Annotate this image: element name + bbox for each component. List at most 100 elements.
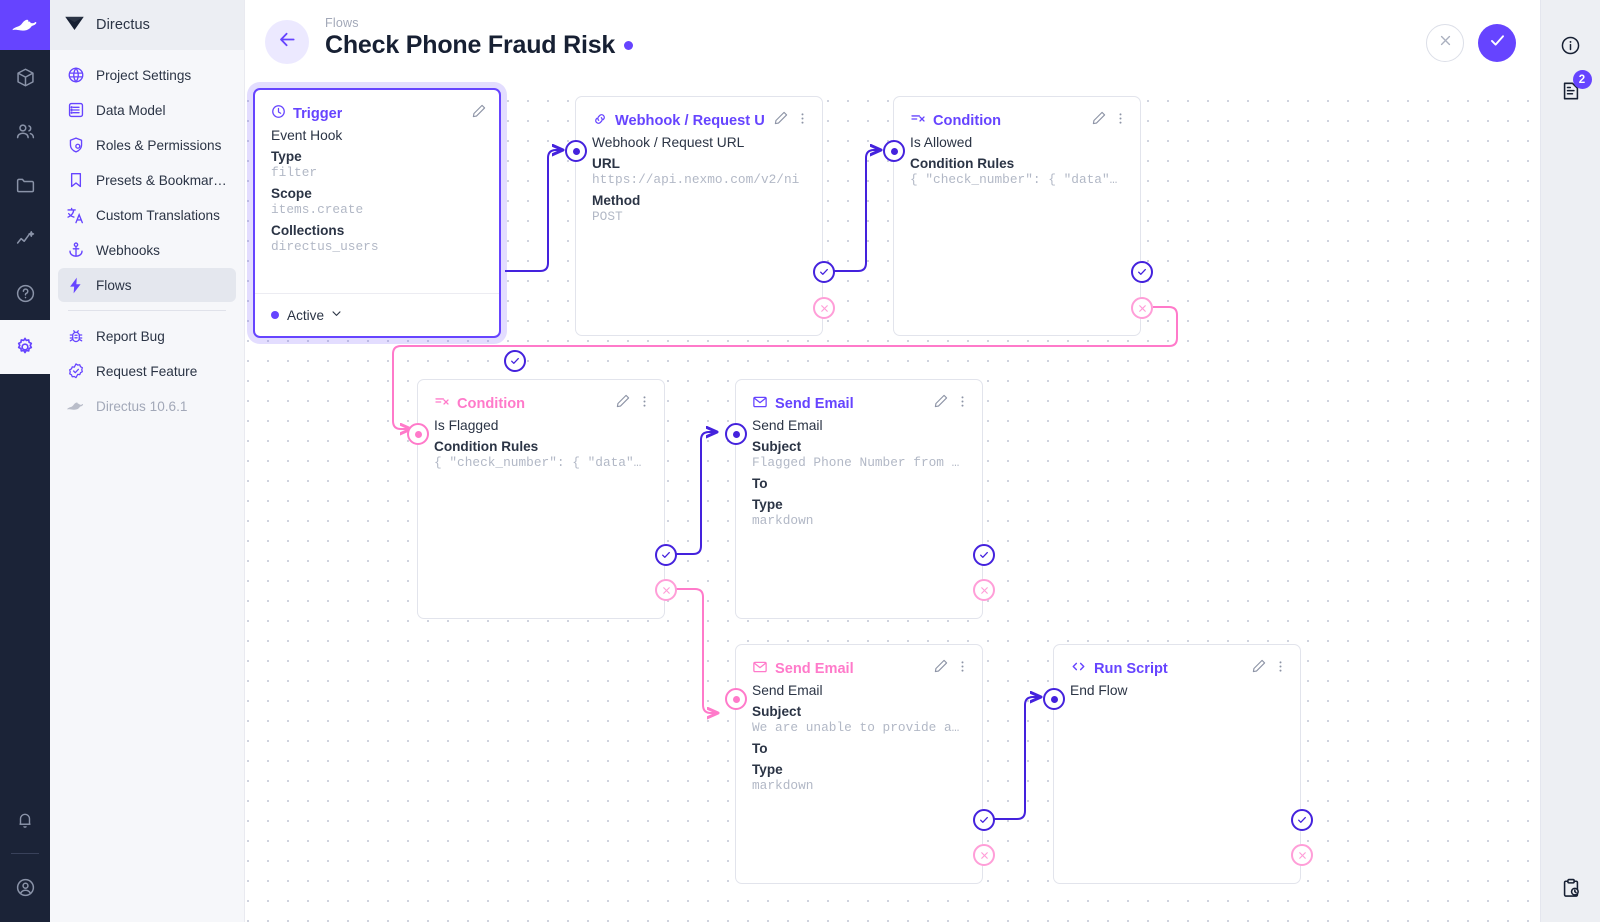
handle-reject[interactable]: [1291, 844, 1313, 866]
clipboard-clock-icon[interactable]: [1541, 854, 1600, 922]
node-type-label: Trigger: [271, 104, 342, 123]
handle-success[interactable]: [973, 809, 995, 831]
edit-pencil-icon[interactable]: [471, 103, 487, 124]
handle-input[interactable]: [407, 423, 429, 445]
more-options-icon[interactable]: [955, 659, 970, 679]
field-value: { "check_number": { "data"…: [434, 455, 642, 470]
node-type-text: Send Email: [775, 660, 854, 677]
node-actions: [773, 110, 810, 131]
edit-pencil-icon[interactable]: [933, 658, 949, 679]
sidebar-item-label: Presets & Bookmar…: [96, 172, 227, 188]
flow-node-send-email-unable[interactable]: Send Email Send Email Subject We are una…: [725, 644, 995, 884]
node-actions: [933, 393, 970, 414]
node-name: End Flow: [1070, 683, 1128, 698]
handle-input[interactable]: [1043, 688, 1065, 710]
save-button[interactable]: [1478, 24, 1516, 62]
page-title: Check Phone Fraud Risk: [325, 31, 634, 60]
edit-pencil-icon[interactable]: [933, 393, 949, 414]
field-value: directus_users: [271, 239, 379, 254]
sidebar-item-custom-translations[interactable]: Custom Translations: [58, 198, 236, 232]
rail-item-content[interactable]: [0, 50, 50, 104]
flow-node-condition-flagged[interactable]: Condition Is Flagged Condition Rules { "…: [407, 379, 677, 619]
field-value: markdown: [752, 778, 814, 793]
more-options-icon[interactable]: [1113, 111, 1128, 131]
handle-reject[interactable]: [973, 579, 995, 601]
sidebar-divider: [68, 310, 226, 311]
edit-pencil-icon[interactable]: [1251, 658, 1267, 679]
rail-item-settings[interactable]: [0, 320, 50, 374]
sidebar-item-data-model[interactable]: Data Model: [58, 93, 236, 127]
handle-input[interactable]: [725, 688, 747, 710]
node-actions: [471, 103, 487, 124]
handle-success[interactable]: [1291, 809, 1313, 831]
field-value: markdown: [752, 513, 814, 528]
node-status-footer[interactable]: Active: [255, 293, 499, 336]
flow-node-webhook[interactable]: Webhook / Request U Webhook / Request UR…: [565, 96, 835, 336]
handle-input[interactable]: [725, 423, 747, 445]
handle-reject[interactable]: [655, 579, 677, 601]
handle-input[interactable]: [565, 140, 587, 162]
rail-item-user-directory[interactable]: [0, 104, 50, 158]
field-label: Method: [592, 193, 641, 208]
sidebar-item-label: Roles & Permissions: [96, 137, 222, 153]
handle-reject[interactable]: [813, 297, 835, 319]
back-button[interactable]: [265, 20, 309, 64]
field-label: Type: [271, 149, 302, 164]
sidebar-item-label: Webhooks: [96, 242, 160, 258]
directus-rabbit-logo-icon[interactable]: [0, 0, 50, 50]
handle-reject[interactable]: [1131, 297, 1153, 319]
edit-pencil-icon[interactable]: [1091, 110, 1107, 131]
condition-icon: [910, 111, 926, 131]
more-options-icon[interactable]: [637, 394, 652, 414]
sidebar-item-label: Flows: [96, 277, 132, 293]
edit-pencil-icon[interactable]: [615, 393, 631, 414]
flow-node-trigger[interactable]: Trigger Event Hook Type filter Scope ite…: [253, 88, 526, 372]
flow-node-run-script[interactable]: Run Script End Flow: [1043, 644, 1313, 884]
rail-item-insights[interactable]: [0, 212, 50, 266]
sidebar-item-webhooks[interactable]: Webhooks: [58, 233, 236, 267]
node-actions: [933, 658, 970, 679]
rail-item-file-library[interactable]: [0, 158, 50, 212]
sidebar-item-request-feature[interactable]: Request Feature: [58, 354, 236, 388]
sidebar-item-flows[interactable]: Flows: [58, 268, 236, 302]
node-header: Run Script: [1054, 645, 1300, 683]
node-body: Send Email Subject Flagged Phone Number …: [736, 418, 982, 528]
flow-node-send-email-flagged[interactable]: Send Email Send Email Subject Flagged Ph…: [725, 379, 995, 619]
node-header: Webhook / Request U: [576, 97, 822, 135]
sidebar-item-roles-permissions[interactable]: Roles & Permissions: [58, 128, 236, 162]
rail-divider: [11, 853, 39, 854]
field-label: To: [752, 476, 768, 491]
sidebar-item-presets-bookmarks[interactable]: Presets & Bookmar…: [58, 163, 236, 197]
sidebar-version-label: Directus 10.6.1: [96, 398, 188, 414]
node-type-label: Send Email: [752, 394, 854, 414]
node-name: Send Email: [752, 683, 823, 698]
field-label: Scope: [271, 186, 312, 201]
node-header: Send Email: [736, 645, 982, 683]
handle-success[interactable]: [655, 544, 677, 566]
sidebar-item-project-settings[interactable]: Project Settings: [58, 58, 236, 92]
sidebar-item-report-bug[interactable]: Report Bug: [58, 319, 236, 353]
bug-icon: [66, 327, 85, 346]
handle-success[interactable]: [973, 544, 995, 566]
flow-node-condition-allowed[interactable]: Condition Is Allowed Condition Rules { "…: [883, 96, 1153, 336]
handle-reject[interactable]: [973, 844, 995, 866]
shield-icon: [66, 136, 85, 155]
rail-item-account[interactable]: [0, 860, 50, 914]
rail-item-notifications[interactable]: [0, 793, 50, 847]
more-options-icon[interactable]: [1273, 659, 1288, 679]
node-name: Event Hook: [271, 128, 343, 143]
breadcrumb[interactable]: Flows: [325, 16, 359, 30]
edit-pencil-icon[interactable]: [773, 110, 789, 131]
handle-success[interactable]: [813, 261, 835, 283]
info-circle-icon[interactable]: [1541, 22, 1600, 68]
rail-item-docs[interactable]: [0, 266, 50, 320]
sidebar-item-label: Request Feature: [96, 363, 198, 379]
handle-success[interactable]: [504, 350, 526, 372]
more-options-icon[interactable]: [955, 394, 970, 414]
cancel-button[interactable]: [1426, 24, 1464, 62]
more-options-icon[interactable]: [795, 111, 810, 131]
logs-button[interactable]: 2: [1541, 68, 1600, 118]
chevron-down-icon[interactable]: [330, 307, 343, 323]
handle-input[interactable]: [883, 140, 905, 162]
handle-success[interactable]: [1131, 261, 1153, 283]
